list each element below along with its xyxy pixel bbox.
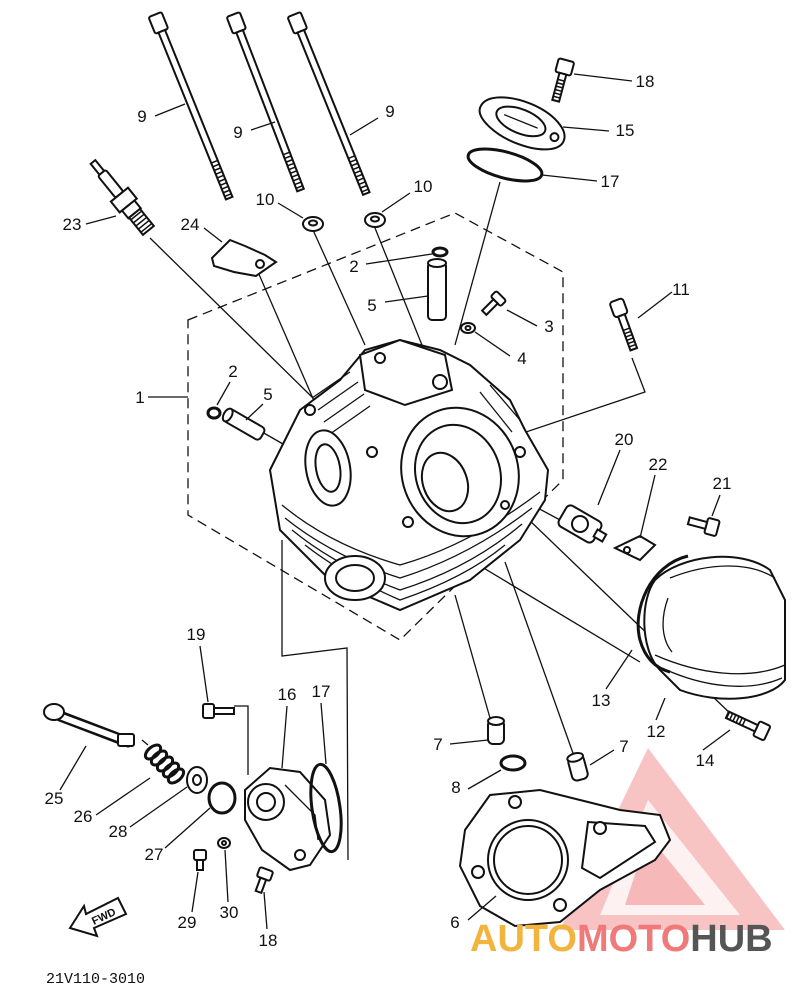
callout-18: 18 — [636, 72, 655, 91]
watermark-text: AUTOMOTOHUB — [470, 918, 773, 960]
bolt-29 — [193, 849, 207, 871]
side-cover-12 — [643, 555, 786, 700]
callout-16: 16 — [278, 685, 297, 704]
callout-28: 28 — [109, 822, 128, 841]
washer-4 — [460, 322, 476, 334]
leader-lines — [59, 73, 731, 930]
callout-9: 9 — [137, 107, 146, 126]
callout-3: 3 — [544, 317, 553, 336]
shaft-lever-25 — [43, 703, 135, 748]
callout-12: 12 — [647, 722, 666, 741]
cylinder-head — [268, 338, 550, 612]
callout-9: 9 — [385, 102, 394, 121]
forward-arrow-icon: FWD — [68, 896, 128, 938]
stud-bolt-right — [287, 11, 371, 197]
callout-15: 15 — [616, 121, 635, 140]
washer-30 — [217, 837, 231, 849]
cylinder-head-dashed-outline — [187, 212, 564, 641]
callout-17: 17 — [601, 172, 620, 191]
callout-10: 10 — [256, 190, 275, 209]
callout-21: 21 — [713, 474, 732, 493]
tensioner-cap-20 — [557, 504, 608, 544]
callout-25: 25 — [45, 789, 64, 808]
bolt-3 — [480, 290, 507, 317]
callout-7: 7 — [619, 737, 628, 756]
o-ring-8 — [499, 754, 527, 772]
callout-20: 20 — [615, 430, 634, 449]
drawing-number: 21V110-3010 — [46, 971, 145, 988]
stud-bolt-left — [148, 11, 234, 201]
watermark-text-moto: MOTO — [577, 918, 690, 960]
bolt-18-upper — [551, 57, 575, 103]
callout-4: 4 — [517, 349, 526, 368]
washer-10-right — [364, 212, 386, 228]
callout-17: 17 — [312, 682, 331, 701]
callout-10: 10 — [414, 177, 433, 196]
callouts: 9 9 9 10 10 23 24 2 5 3 4 1 2 5 18 15 17… — [45, 72, 732, 950]
callout-29: 29 — [178, 913, 197, 932]
clip-ring-upper — [431, 246, 449, 258]
bolt-21 — [686, 516, 721, 537]
o-ring-17-lower — [309, 762, 343, 854]
bracket-24 — [210, 238, 278, 278]
callout-14: 14 — [696, 751, 715, 770]
callout-26: 26 — [74, 807, 93, 826]
stud-bolt-middle — [226, 11, 306, 193]
tappet-cover-15 — [478, 96, 566, 151]
gasket-13 — [636, 554, 689, 674]
spark-plug — [89, 158, 156, 237]
callout-23: 23 — [63, 215, 82, 234]
callout-13: 13 — [592, 691, 611, 710]
callout-18: 18 — [259, 931, 278, 950]
gasket-22 — [612, 534, 657, 562]
callout-2: 2 — [349, 257, 358, 276]
bolt-11 — [609, 297, 639, 352]
head-gasket-6 — [458, 788, 672, 928]
washer-28 — [186, 766, 208, 794]
callout-5: 5 — [367, 296, 376, 315]
bolt-18-lower — [254, 866, 274, 895]
callout-2: 2 — [228, 362, 237, 381]
callout-1: 1 — [135, 388, 144, 407]
callout-22: 22 — [649, 455, 668, 474]
valve-guide-left — [221, 407, 266, 441]
callout-7: 7 — [433, 735, 442, 754]
washer-10-left — [302, 216, 324, 232]
spring-26 — [141, 739, 186, 785]
bolt-14 — [724, 710, 771, 741]
dowel-pin-7-right — [566, 751, 589, 782]
callout-27: 27 — [145, 845, 164, 864]
callout-24: 24 — [181, 215, 200, 234]
bolt-19 — [202, 703, 235, 719]
callout-30: 30 — [220, 903, 239, 922]
callout-9: 9 — [233, 123, 242, 142]
dowel-pin-7-left — [487, 716, 505, 745]
callout-8: 8 — [451, 778, 460, 797]
watermark-text-auto: AUTO — [470, 918, 577, 960]
valve-guide-upper — [427, 258, 447, 321]
callout-6: 6 — [450, 913, 459, 932]
callout-5: 5 — [263, 385, 272, 404]
oil-seal-27 — [207, 781, 237, 815]
clip-ring-left — [206, 406, 222, 420]
callout-19: 19 — [187, 625, 206, 644]
watermark-text-hub: HUB — [690, 918, 772, 960]
o-ring-gasket-17-upper — [466, 147, 544, 183]
housing-16 — [244, 766, 332, 872]
callout-11: 11 — [672, 280, 690, 299]
